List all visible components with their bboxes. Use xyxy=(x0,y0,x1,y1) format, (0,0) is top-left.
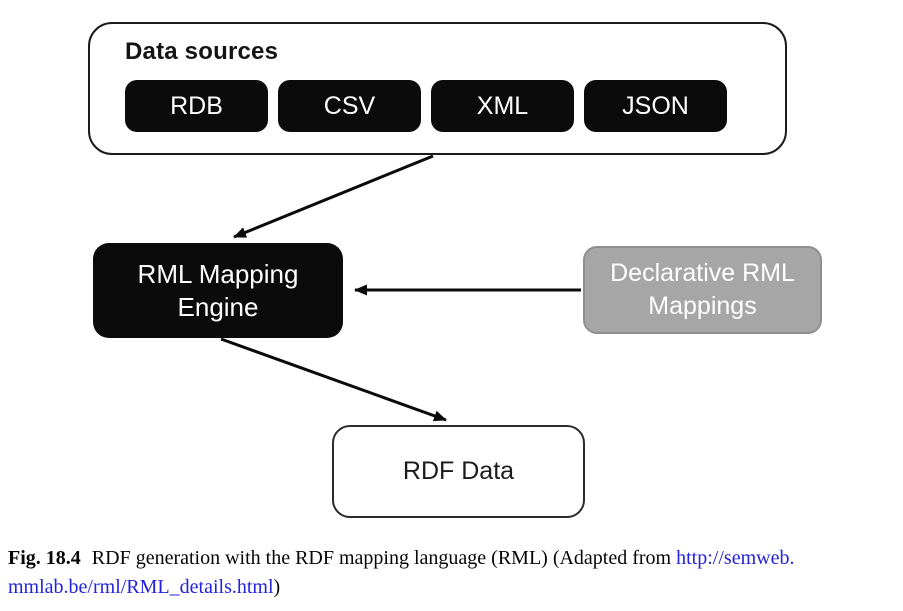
data-source-chip-xml: XML xyxy=(431,80,574,132)
data-sources-group: Data sources RDB CSV XML JSON xyxy=(88,22,787,155)
caption-link-line1[interactable]: http://semweb. xyxy=(676,547,795,569)
data-source-chip-csv: CSV xyxy=(278,80,421,132)
rml-mapping-engine-node: RML Mapping Engine xyxy=(93,243,343,338)
rdf-data-node: RDF Data xyxy=(332,425,585,518)
declarative-rml-mappings-label-line1: Declarative RML xyxy=(610,259,795,287)
declarative-rml-mappings-label-line2: Mappings xyxy=(648,292,757,320)
data-source-chip-rdb: RDB xyxy=(125,80,268,132)
caption-text: RDF generation with the RDF mapping lang… xyxy=(91,547,677,569)
rml-mapping-engine-label-line1: RML Mapping xyxy=(137,258,299,289)
figure-label: Fig. 18.4 xyxy=(8,547,81,569)
data-source-chip-json: JSON xyxy=(584,80,727,132)
caption-closing-paren: ) xyxy=(273,576,281,598)
arrow-datasources-to-engine xyxy=(233,154,434,239)
data-sources-title: Data sources xyxy=(125,38,279,65)
rml-mapping-engine-label-line2: Engine xyxy=(177,291,259,322)
arrow-engine-to-rdfdata xyxy=(220,337,447,422)
figure-caption: Fig. 18.4 RDF generation with the RDF map… xyxy=(8,544,903,602)
rdf-data-label: RDF Data xyxy=(402,457,515,485)
data-sources-row: RDB CSV XML JSON xyxy=(125,80,727,132)
declarative-rml-mappings-node: Declarative RML Mappings xyxy=(583,246,822,334)
caption-link-line2[interactable]: mmlab.be/rml/RML_details.html xyxy=(8,576,274,598)
